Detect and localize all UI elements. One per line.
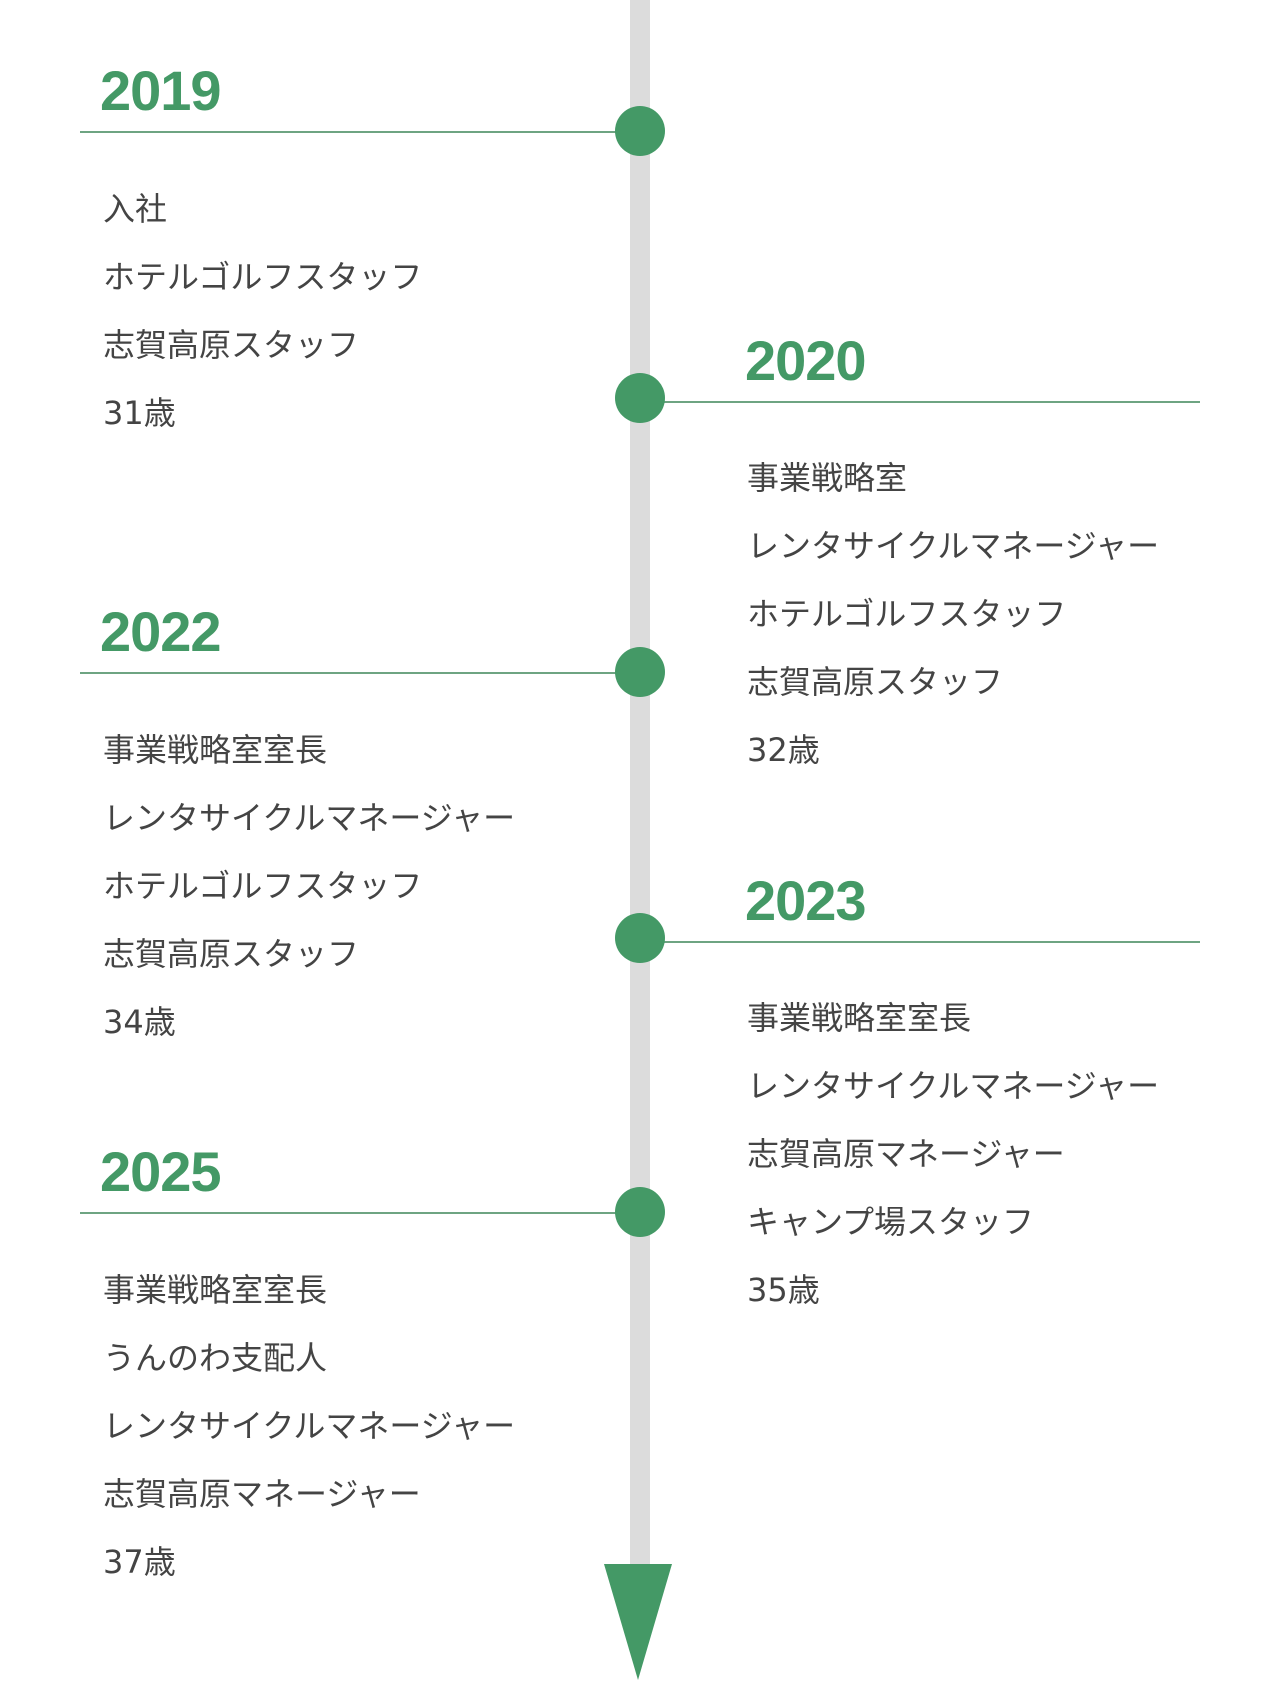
timeline-dot	[615, 647, 665, 697]
down-arrow-icon	[604, 1564, 672, 1680]
career-item: ホテルゴルフスタッフ	[103, 867, 423, 905]
career-item: 事業戦略室室長	[747, 999, 972, 1037]
age-label: 31歳	[103, 394, 176, 432]
timeline-axis	[630, 0, 650, 1566]
year-heading: 2019	[100, 59, 222, 122]
year-heading: 2020	[745, 329, 867, 392]
timeline-connector-line	[655, 941, 1200, 943]
timeline-connector-line	[80, 672, 625, 674]
career-item: ホテルゴルフスタッフ	[103, 258, 423, 296]
year-heading: 2023	[745, 869, 867, 932]
career-item: 事業戦略室	[747, 459, 908, 497]
timeline-dot	[615, 1187, 665, 1237]
career-item: うんのわ支配人	[103, 1339, 328, 1377]
year-heading: 2022	[100, 600, 222, 663]
timeline-dot	[615, 373, 665, 423]
timeline-connector-line	[655, 401, 1200, 403]
career-item: 入社	[103, 190, 168, 228]
age-label: 34歳	[103, 1003, 176, 1041]
timeline-dot	[615, 106, 665, 156]
year-heading: 2025	[100, 1140, 222, 1203]
career-item: ホテルゴルフスタッフ	[747, 595, 1067, 633]
career-item: 志賀高原マネージャー	[747, 1135, 1065, 1173]
career-item: 志賀高原マネージャー	[103, 1475, 421, 1513]
age-label: 35歳	[747, 1271, 820, 1309]
timeline-connector-line	[80, 1212, 625, 1214]
career-item: キャンプ場スタッフ	[747, 1203, 1035, 1241]
career-item: レンタサイクルマネージャー	[747, 527, 1160, 565]
career-item: レンタサイクルマネージャー	[747, 1067, 1160, 1105]
career-list: 事業戦略室室長 レンタサイクルマネージャー ホテルゴルフスタッフ 志賀高原スタッ…	[103, 716, 515, 1056]
career-item: 志賀高原スタッフ	[747, 663, 1004, 701]
career-item: レンタサイクルマネージャー	[103, 799, 516, 837]
age-label: 37歳	[103, 1543, 176, 1581]
career-item: 事業戦略室室長	[103, 731, 328, 769]
timeline-dot	[615, 913, 665, 963]
timeline-connector-line	[80, 131, 625, 133]
career-list: 事業戦略室室長 うんのわ支配人 レンタサイクルマネージャー 志賀高原マネージャー…	[103, 1256, 515, 1596]
career-item: 事業戦略室室長	[103, 1271, 328, 1309]
career-list: 事業戦略室室長 レンタサイクルマネージャー 志賀高原マネージャー キャンプ場スタ…	[747, 984, 1159, 1324]
career-item: 志賀高原スタッフ	[103, 935, 360, 973]
age-label: 32歳	[747, 731, 820, 769]
career-list: 入社 ホテルゴルフスタッフ 志賀高原スタッフ 31歳	[103, 175, 422, 447]
career-item: 志賀高原スタッフ	[103, 326, 360, 364]
career-list: 事業戦略室 レンタサイクルマネージャー ホテルゴルフスタッフ 志賀高原スタッフ …	[747, 444, 1159, 784]
career-item: レンタサイクルマネージャー	[103, 1407, 516, 1445]
